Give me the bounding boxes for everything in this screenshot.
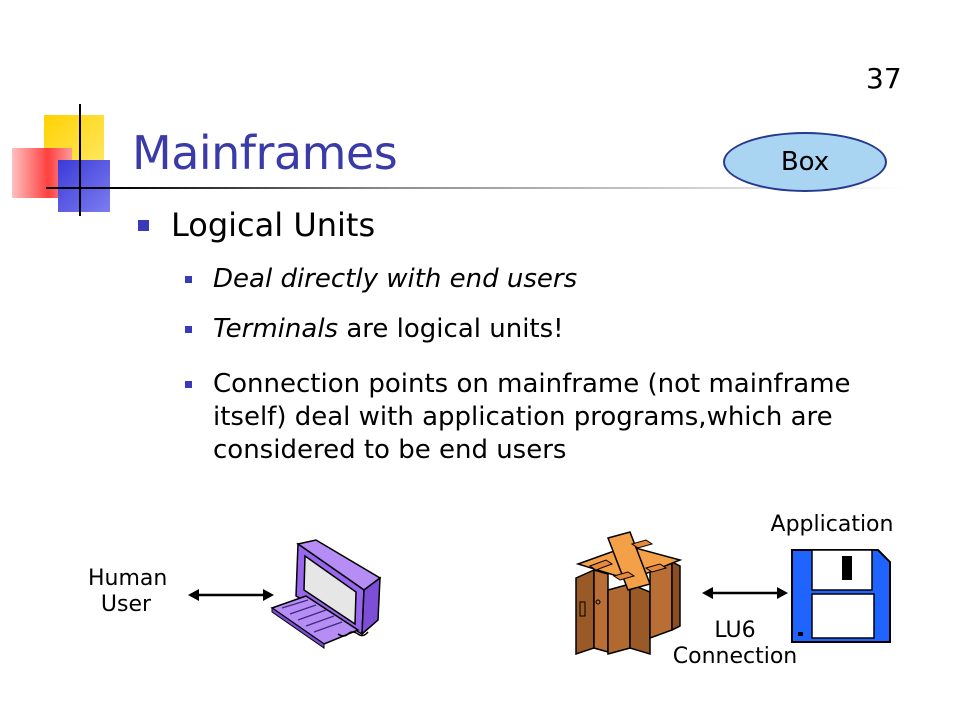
square-bullet-icon bbox=[185, 326, 192, 333]
slide-number: 37 bbox=[866, 62, 902, 95]
double-arrow-icon bbox=[188, 589, 274, 601]
bullet-text: Connection points on mainframe (not main… bbox=[213, 369, 851, 465]
bullet-text: Terminals are logical units! bbox=[213, 313, 564, 346]
application-label: Application bbox=[770, 512, 894, 537]
bullet-end-users: Deal directly with end users bbox=[185, 263, 577, 296]
bullet-text: Logical Units bbox=[171, 206, 376, 244]
decor-vertical-line bbox=[79, 104, 81, 216]
floppy-disk-icon bbox=[791, 549, 891, 643]
square-bullet-icon bbox=[185, 276, 192, 283]
bullet-connection-points: Connection points on mainframe (not main… bbox=[185, 368, 905, 467]
terminal-computer-icon bbox=[270, 539, 382, 649]
human-user-label: Human User bbox=[88, 566, 168, 618]
double-arrow-icon bbox=[702, 587, 788, 599]
box-badge: Box bbox=[723, 132, 887, 192]
bullet-text-italic: Terminals bbox=[213, 314, 339, 344]
decor-blue-square bbox=[58, 160, 110, 212]
lu6-label-line2: Connection bbox=[672, 644, 798, 669]
box-badge-label: Box bbox=[780, 147, 830, 177]
bullet-text-rest: are logical units! bbox=[338, 314, 564, 344]
title-underline bbox=[46, 187, 906, 189]
human-user-label-line1: Human bbox=[88, 566, 168, 591]
square-bullet-icon bbox=[185, 381, 192, 388]
bullet-terminals: Terminals are logical units! bbox=[185, 313, 564, 346]
square-bullet-icon bbox=[138, 219, 149, 231]
lu6-label-line1: LU6 bbox=[714, 618, 756, 643]
mainframe-server-icon bbox=[575, 531, 683, 656]
lu6-connection-label: LU6 Connection bbox=[660, 618, 810, 670]
human-user-label-line2: User bbox=[100, 592, 152, 617]
slide-title: Mainframes bbox=[132, 126, 398, 180]
bullet-text: Deal directly with end users bbox=[213, 264, 578, 294]
bullet-logical-units: Logical Units bbox=[138, 206, 375, 244]
